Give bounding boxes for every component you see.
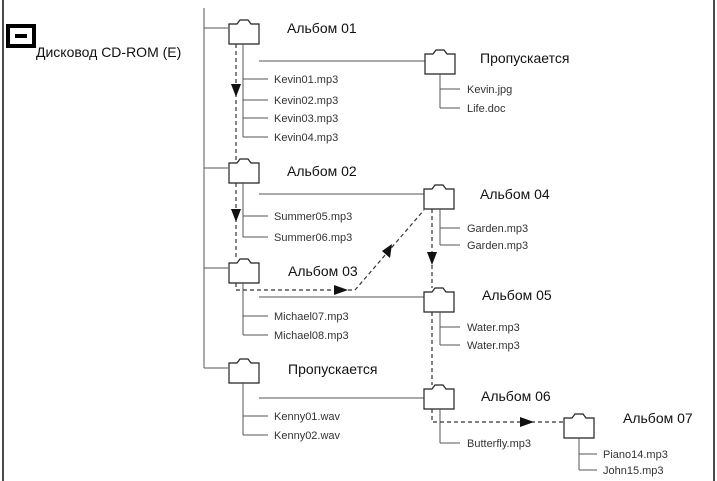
file-item: Michael07.mp3 [274, 311, 349, 323]
file-item: Summer05.mp3 [274, 211, 352, 223]
folder-icon [228, 358, 260, 384]
file-item: Kenny02.wav [274, 430, 341, 442]
file-item: Life.doc [467, 103, 506, 115]
file-item: Garden.mp3 [467, 240, 528, 252]
folder-icon [228, 19, 260, 45]
folder-label-album01: Альбом 01 [287, 20, 357, 36]
folder-label-album07: Альбом 07 [623, 410, 693, 426]
file-item: Kevin03.mp3 [274, 113, 338, 125]
folder-icon [423, 384, 455, 410]
folder-label-album05: Альбом 05 [482, 287, 552, 303]
arrowhead [382, 244, 392, 258]
folder-icon [228, 158, 260, 184]
arrowhead [427, 252, 437, 265]
file-item: Kevin.jpg [467, 84, 512, 96]
folder-icon [424, 49, 456, 75]
folder-label-skipped1: Пропускается [480, 50, 569, 66]
file-item: Kevin04.mp3 [274, 132, 338, 144]
file-item: Michael08.mp3 [274, 330, 349, 342]
file-item: Garden.mp3 [467, 223, 528, 235]
file-item: Kevin01.mp3 [274, 74, 338, 86]
folder-label-skipped2: Пропускается [288, 361, 377, 377]
file-item: Summer06.mp3 [274, 232, 352, 244]
file-item: Kevin02.mp3 [274, 95, 338, 107]
file-item: John15.mp3 [603, 465, 664, 477]
arrowhead [231, 209, 241, 222]
folder-icon [423, 184, 455, 210]
arrowhead [520, 417, 534, 427]
file-item: Butterfly.mp3 [467, 438, 531, 450]
file-item: Water.mp3 [467, 322, 520, 334]
folder-icon [563, 413, 595, 439]
arrowhead [231, 84, 241, 97]
drive-label: Дисковод CD-ROM (E) [36, 44, 181, 60]
file-item: Water.mp3 [467, 340, 520, 352]
traversal-path [431, 409, 564, 423]
folder-label-album03: Альбом 03 [288, 263, 358, 279]
folder-label-album04: Альбом 04 [480, 186, 550, 202]
folder-icon [228, 258, 260, 284]
folder-icon [423, 287, 455, 313]
file-item: Kenny01.wav [274, 411, 341, 423]
file-item: Piano14.mp3 [603, 449, 668, 461]
folder-label-album06: Альбом 06 [481, 388, 551, 404]
drive-icon [6, 24, 36, 48]
arrowhead [334, 285, 348, 295]
folder-label-album02: Альбом 02 [287, 163, 357, 179]
